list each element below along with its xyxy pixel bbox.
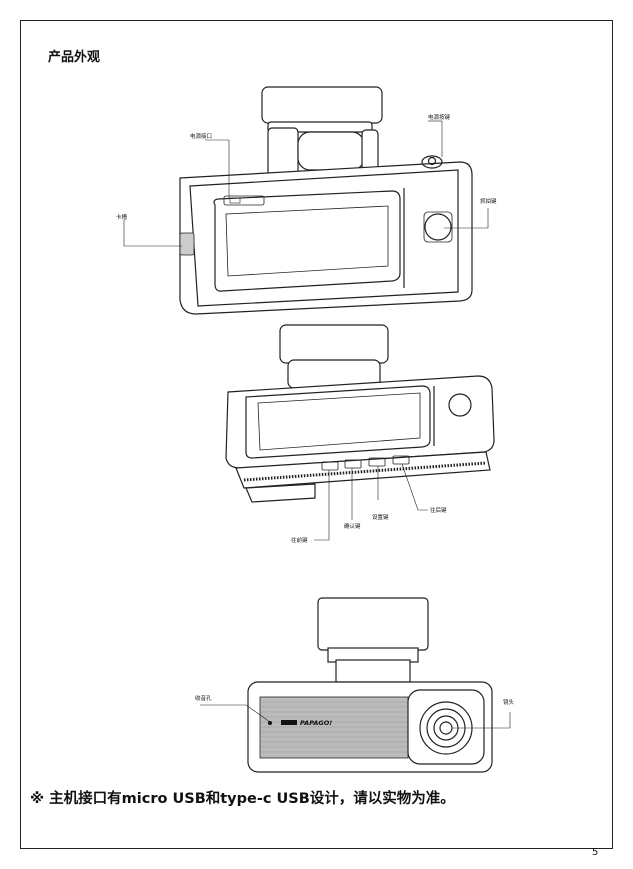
label-power-button: 电源按键 — [428, 115, 451, 121]
brand-logo: PAPAGO! — [300, 719, 333, 727]
label-confirm-key: 确认键 — [344, 524, 361, 530]
mic-hole-dot — [268, 721, 272, 725]
brand-bar — [281, 720, 297, 725]
label-settings-key: 设置键 — [372, 515, 389, 521]
label-power-port: 电源接口 — [190, 134, 213, 140]
label-lens: 镜头 — [503, 700, 515, 706]
page-frame — [20, 20, 613, 849]
label-back-key: 往后键 — [430, 508, 447, 514]
label-mic-hole: 收音孔 — [195, 696, 212, 702]
page-number: 5 — [592, 847, 599, 858]
footnote: ※ 主机接口有micro USB和type-c USB设计，请以实物为准。 — [30, 791, 455, 807]
device-front-view — [123, 86, 489, 315]
label-forward-key: 往前键 — [291, 538, 308, 544]
device-back-view — [200, 597, 511, 773]
label-card-slot: 卡槽 — [116, 215, 128, 221]
device-bottom-view — [225, 324, 495, 541]
section-title: 产品外观 — [48, 50, 101, 65]
label-capture-key: 抓拍键 — [480, 199, 497, 205]
